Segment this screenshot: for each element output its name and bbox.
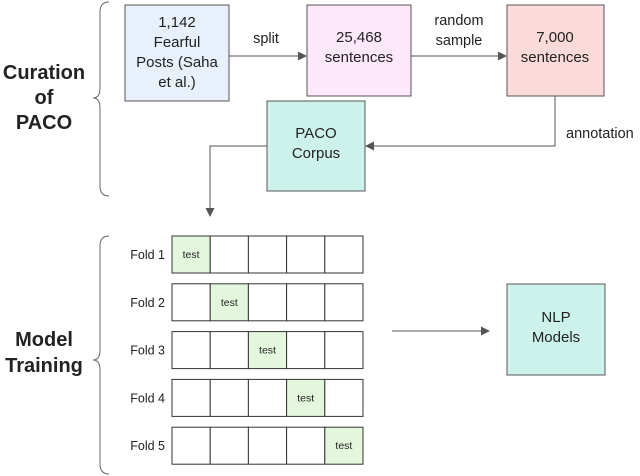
node-sample-line: 7,000 — [536, 29, 574, 46]
fold-train-cell — [324, 235, 364, 274]
section-label-curation-line: Curation — [3, 62, 85, 84]
node-sentences-line: 25,468 — [336, 29, 382, 46]
fold-test-label: test — [297, 392, 314, 404]
fold-label: Fold 5 — [130, 439, 165, 453]
fold-label: Fold 3 — [130, 344, 165, 358]
fold-label: Fold 1 — [130, 248, 165, 262]
node-posts-line: Posts (Saha — [136, 54, 218, 71]
section-label-curation: Curation of PACO — [3, 62, 85, 134]
fold-train-cell — [209, 426, 249, 465]
node-sample-line: sentences — [521, 49, 589, 66]
fold-train-cell — [171, 283, 211, 322]
fold-train-cell — [171, 426, 211, 465]
fold-train-cell — [247, 283, 288, 322]
node-posts-box — [124, 4, 230, 102]
section-label-curation-line: of — [35, 87, 54, 109]
edge-label-random-sample: sample — [436, 33, 483, 49]
curation-brace — [92, 1, 110, 197]
node-posts-line: 1,142 — [158, 14, 196, 31]
section-label-curation-line: PACO — [16, 112, 72, 134]
fold-label: Fold 4 — [130, 391, 165, 405]
node-corpus: PACO Corpus — [266, 100, 366, 192]
edge-label-annotation: annotation — [566, 126, 634, 142]
node-posts: 1,142 Fearful Posts (Saha et al.) — [124, 4, 230, 102]
fold-train-cell — [324, 331, 364, 370]
fold-train-cell — [171, 331, 211, 370]
fold-test-label: test — [259, 345, 276, 357]
node-models-line: Models — [532, 329, 580, 346]
node-models-box — [506, 283, 606, 376]
fold-train-cell — [324, 378, 364, 417]
fold-test-cell — [247, 331, 288, 370]
node-sentences: 25,468 sentences — [306, 4, 412, 97]
fold-train-cell — [209, 378, 249, 417]
fold-row: Fold 3 test — [130, 331, 364, 370]
fold-row: Fold 2 test — [130, 283, 364, 322]
corpus-to-training-arrow — [205, 145, 267, 217]
node-sentences-line: sentences — [325, 49, 393, 66]
node-sample-box — [506, 4, 605, 97]
fold-train-cell — [286, 283, 326, 322]
edge-label-split: split — [253, 31, 279, 47]
node-corpus-line: PACO — [295, 125, 336, 142]
fold-test-label: test — [335, 440, 352, 452]
node-posts-line: et al.) — [158, 74, 196, 91]
fold-test-cell — [286, 378, 326, 417]
fold-test-label: test — [221, 297, 238, 309]
fold-train-cell — [209, 331, 249, 370]
fold-train-cell — [247, 378, 288, 417]
section-label-training: Model Training — [5, 329, 83, 377]
fold-test-cell — [171, 235, 211, 274]
node-posts-line: Fearful — [154, 34, 201, 51]
fold-train-cell — [247, 235, 288, 274]
fold-train-cell — [286, 331, 326, 370]
edge-label-random-sample: random — [434, 13, 483, 29]
fold-label: Fold 2 — [130, 296, 165, 310]
node-models-line: NLP — [541, 309, 570, 326]
fold-row: Fold 1 test — [130, 235, 364, 274]
fold-train-cell — [247, 426, 288, 465]
fold-test-cell — [324, 426, 364, 465]
fold-train-cell — [324, 283, 364, 322]
node-sample: 7,000 sentences — [506, 4, 605, 97]
section-label-training-line: Training — [5, 355, 83, 377]
fold-test-label: test — [183, 249, 200, 261]
training-brace — [92, 235, 110, 475]
node-corpus-line: Corpus — [292, 145, 340, 162]
fold-train-cell — [286, 426, 326, 465]
fold-train-cell — [209, 235, 249, 274]
node-models: NLP Models — [506, 283, 606, 376]
fold-train-cell — [286, 235, 326, 274]
section-label-training-line: Model — [15, 329, 73, 351]
fold-train-cell — [171, 378, 211, 417]
annotation-arrow — [365, 96, 556, 151]
fold-row: Fold 5 test — [130, 426, 364, 465]
node-corpus-box — [266, 100, 366, 192]
fold-row: Fold 4 test — [130, 378, 364, 417]
node-sentences-box — [306, 4, 412, 97]
